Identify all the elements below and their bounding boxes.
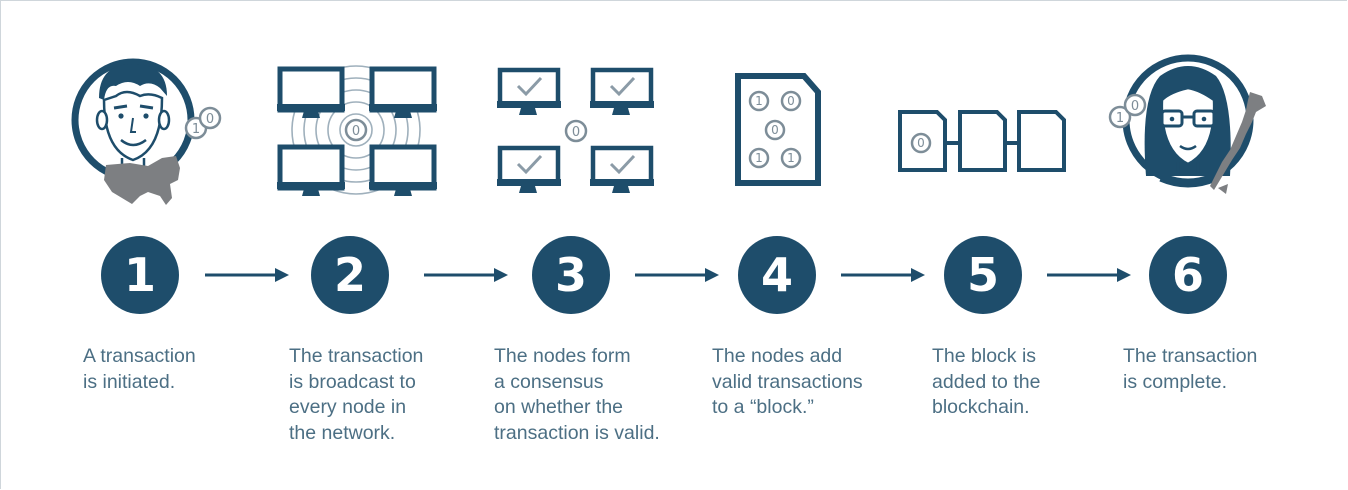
step-number-6: 6 [1149, 236, 1227, 314]
arrow-right-icon [635, 268, 719, 282]
coin-label: 1 [755, 151, 763, 165]
coin-label: 0 [771, 123, 779, 137]
blockchain-icon: 0 [898, 110, 1066, 172]
coin-label: 1 [755, 94, 763, 108]
step-description-4: The nodes add valid transactions to a “b… [712, 345, 863, 418]
coin-label: 1 [1116, 111, 1124, 126]
block-document-icon: 1 0 0 1 1 [735, 73, 821, 186]
step-number-5: 5 [944, 236, 1022, 314]
step-description-3: The nodes form a consensus on whether th… [494, 345, 660, 444]
arrow-right-icon [424, 268, 508, 282]
coin-label: 1 [192, 122, 200, 137]
coin-label: 0 [352, 124, 360, 139]
coin-label: 0 [787, 94, 795, 108]
coin-label: 0 [1131, 99, 1139, 114]
coin-label: 0 [917, 136, 925, 150]
step-number-3: 3 [532, 236, 610, 314]
broadcast-network-icon: 0 [277, 65, 437, 196]
step-number-1: 1 [101, 236, 179, 314]
arrow-right-icon [205, 268, 289, 282]
step-description-1: A transaction is initiated. [83, 345, 196, 393]
coin-label: 0 [206, 112, 214, 127]
arrow-right-icon [1047, 268, 1131, 282]
coin-label: 0 [572, 125, 580, 140]
step-description-5: The block is added to the blockchain. [932, 345, 1041, 418]
step-description-2: The transaction is broadcast to every no… [289, 345, 424, 444]
person-japan-icon: 1 0 [1108, 54, 1266, 194]
arrow-right-icon [841, 268, 925, 282]
coin-label: 1 [787, 151, 795, 165]
consensus-nodes-icon: 0 [497, 67, 654, 193]
step-number-4: 4 [738, 236, 816, 314]
person-usa-icon: 1 0 [71, 58, 222, 205]
step-description-6: The transaction is complete. [1123, 345, 1258, 393]
step-number-2: 2 [311, 236, 389, 314]
